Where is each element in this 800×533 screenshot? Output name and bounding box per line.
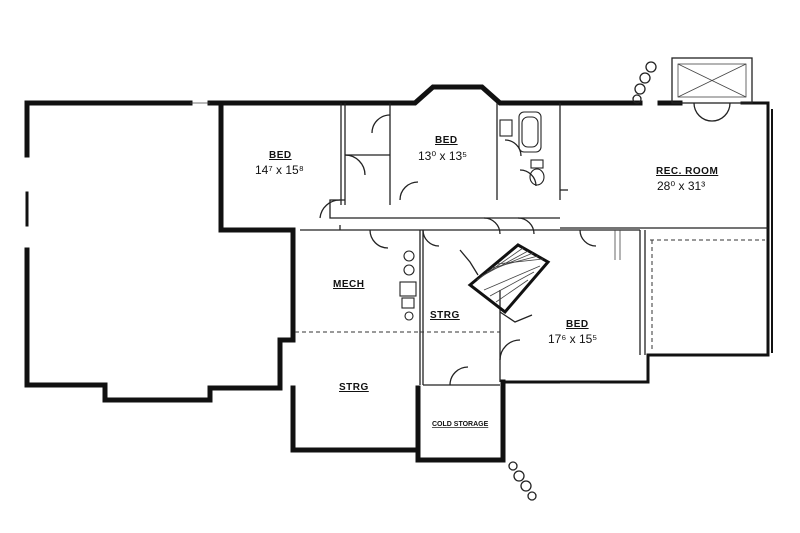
shrub-cluster-bottom (508, 461, 537, 501)
bed3-label: BED (566, 319, 589, 330)
bed2-dims: 13⁰ x 13⁵ (418, 149, 467, 163)
bed2-label: BED (435, 135, 458, 146)
doors (319, 114, 597, 386)
bed1-dims: 14⁷ x 15⁸ (255, 163, 304, 177)
strg-label-lower: STRG (339, 382, 369, 393)
bed3-dims: 17⁶ x 15⁵ (548, 332, 597, 346)
exterior-walls (24, 84, 773, 463)
bath-fixtures (499, 111, 545, 186)
rec-room-label: REC. ROOM (656, 166, 718, 177)
window-marks (190, 102, 621, 384)
interior-walls (295, 103, 768, 386)
bed1-label: BED (269, 150, 292, 161)
rec-room-dims: 28⁰ x 31³ (657, 179, 705, 193)
strg-label-center: STRG (430, 310, 460, 321)
balcony (671, 57, 753, 122)
staircase (459, 243, 551, 323)
shrub-cluster-top (632, 61, 657, 104)
mech-label: MECH (333, 279, 364, 290)
mech-equipment (399, 250, 417, 321)
cold-storage-label: COLD STORAGE (432, 421, 489, 428)
